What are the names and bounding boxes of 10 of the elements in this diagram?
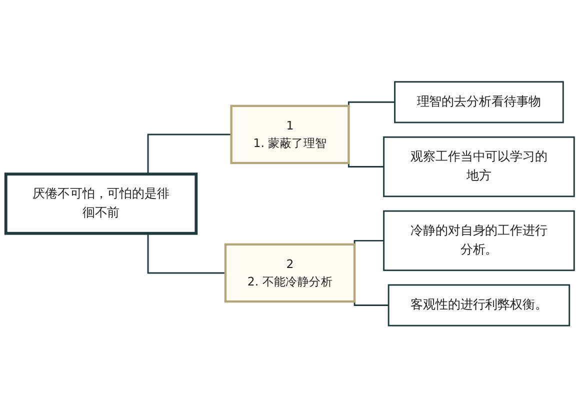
connector xyxy=(147,134,232,174)
node-box: 厌倦不可怕，可怕的是徘徊不前 xyxy=(4,172,198,236)
connector xyxy=(354,300,389,306)
node-box: 2 2. 不能冷静分析 xyxy=(224,244,356,303)
node-box: 理智的去分析看待事物 xyxy=(394,81,564,124)
connector xyxy=(147,234,226,274)
node-box: 冷静的对自身的工作进行分析。 xyxy=(383,210,575,272)
node-box: 观察工作当中可以学习的地方 xyxy=(383,136,575,198)
node-box: 客观性的进行利弊权衡。 xyxy=(388,284,570,327)
node-box: 1 1. 蒙蔽了理智 xyxy=(230,105,350,164)
